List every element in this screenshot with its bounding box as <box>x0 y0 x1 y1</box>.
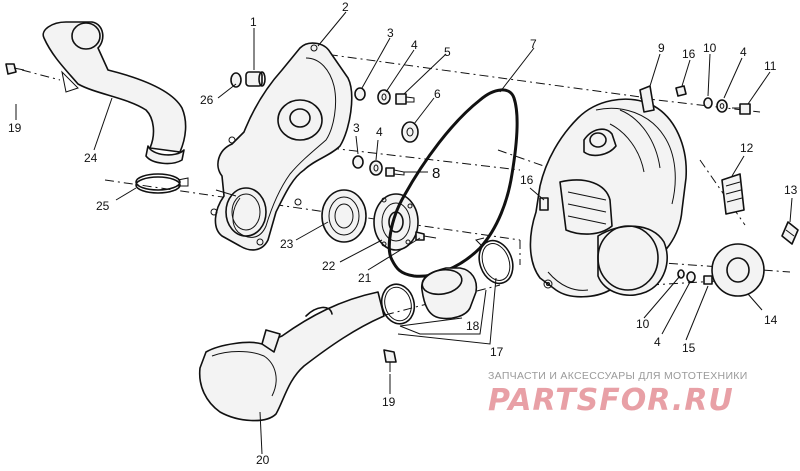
bushing-6 <box>401 121 419 143</box>
callout-4d: 4 <box>654 335 661 349</box>
callout-19: 19 <box>8 121 22 135</box>
intake-duct-lower <box>198 291 385 422</box>
callout-18: 18 <box>466 319 480 333</box>
callout-16b: 16 <box>520 173 534 187</box>
bolt-19-lower <box>383 349 397 372</box>
seal-23 <box>321 189 367 243</box>
hardware-lower <box>352 155 405 177</box>
leader-lines <box>15 11 793 455</box>
callout-17: 17 <box>490 345 504 359</box>
hardware-upper <box>354 87 415 105</box>
callout-3b: 3 <box>353 121 360 135</box>
screw-21 <box>415 231 437 241</box>
clamp-25 <box>135 173 189 194</box>
callout-6: 6 <box>434 87 441 101</box>
callout-4c: 4 <box>740 45 747 59</box>
callout-15: 15 <box>682 341 696 355</box>
clip-16 <box>539 197 549 211</box>
callout-10b: 10 <box>636 317 650 331</box>
callout-12: 12 <box>740 141 754 155</box>
callout-4: 4 <box>411 38 418 52</box>
intake-duct-upper <box>42 21 187 165</box>
callout-labels: 1 2 3 4 5 6 7 3 4 8 9 16 10 4 11 12 13 1… <box>8 0 798 467</box>
callout-5: 5 <box>444 45 451 59</box>
callout-1: 1 <box>250 15 257 29</box>
callout-14: 14 <box>764 313 778 327</box>
bearing-plate-22 <box>373 193 419 251</box>
clamp-17-left <box>380 283 416 325</box>
callout-9: 9 <box>658 41 665 55</box>
callout-13: 13 <box>784 183 798 197</box>
callout-10: 10 <box>703 41 717 55</box>
washer-26 <box>230 72 242 88</box>
hardware-outer-top <box>675 85 751 115</box>
callout-23: 23 <box>280 237 294 251</box>
bolt-19-upper <box>5 63 25 75</box>
decal-12 <box>721 173 745 215</box>
callout-24: 24 <box>84 151 98 165</box>
clamp-17-right <box>475 237 514 285</box>
callout-8: 8 <box>432 165 440 182</box>
callout-26: 26 <box>200 93 214 107</box>
watermark-tagline: ЗАПЧАСТИ И АКСЕССУАРЫ ДЛЯ МОТОТЕХНИКИ <box>488 370 748 382</box>
drive-belt-7 <box>387 88 519 278</box>
callout-11: 11 <box>764 59 777 73</box>
decal-13 <box>781 221 799 245</box>
callout-4b: 4 <box>376 125 383 139</box>
callout-22: 22 <box>322 259 336 273</box>
outer-cover-9 <box>529 85 687 298</box>
callout-19b: 19 <box>382 395 396 409</box>
callout-3: 3 <box>387 26 394 40</box>
callout-21: 21 <box>358 271 372 285</box>
sleeve-18 <box>421 267 478 320</box>
ring-14 <box>711 243 765 297</box>
hardware-outer-bottom <box>677 269 713 285</box>
spacer-1 <box>245 71 266 87</box>
watermark-brand: PARTSFOR.RU <box>488 383 734 418</box>
callout-25: 25 <box>96 199 110 213</box>
callout-7: 7 <box>530 37 537 51</box>
callout-2: 2 <box>342 0 349 14</box>
callout-20: 20 <box>256 453 270 466</box>
callout-16: 16 <box>682 47 696 61</box>
inner-cover-2 <box>210 42 353 251</box>
